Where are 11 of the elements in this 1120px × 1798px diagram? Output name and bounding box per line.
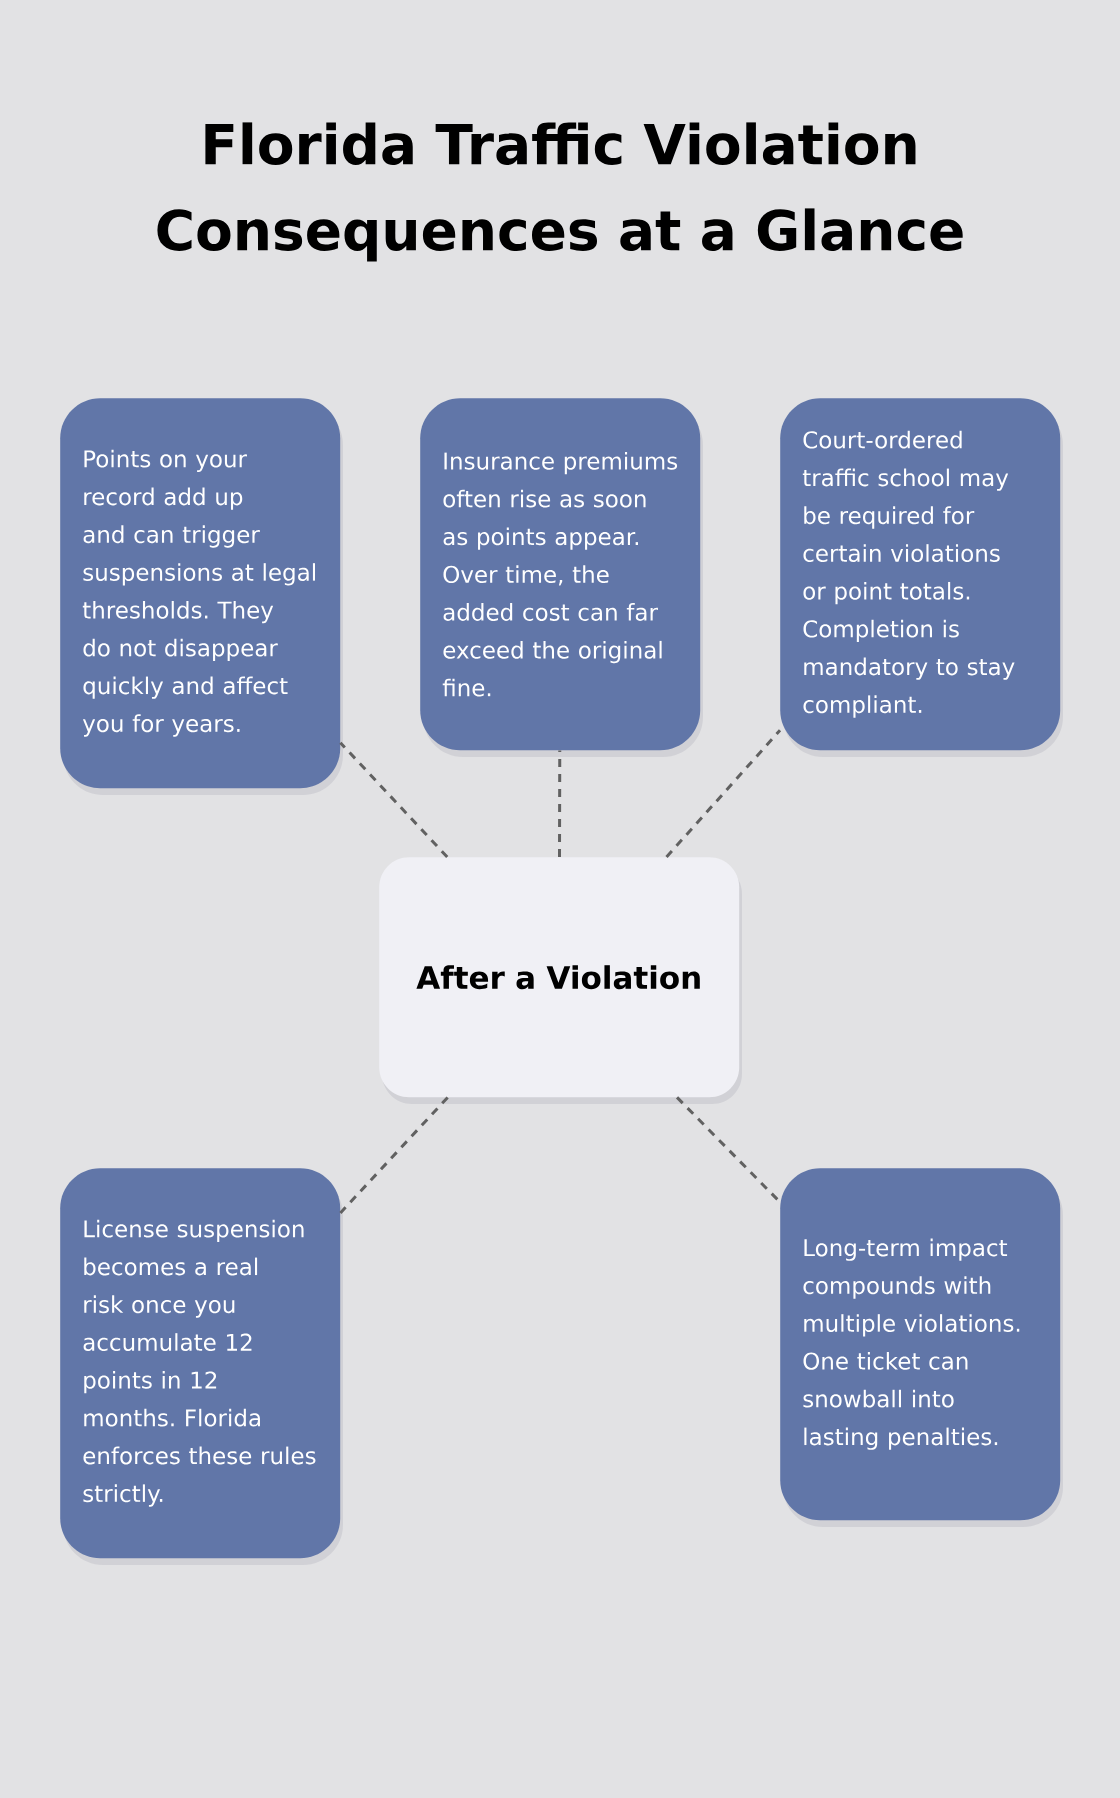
dashed-connector (339, 1096, 449, 1214)
dashed-connector (339, 741, 449, 859)
rounded-box: Court-ordered traffic school may be required for certain violations or point totals. Completion is mandatory to stay compliant. (780, 398, 1063, 757)
center-box: After a Violation (379, 857, 742, 1104)
title: Florida Traffic Violation Consequences at a Glance (157, 122, 963, 262)
rounded-box: Points on your record add up and can trigger suspensions at legal thresholds. They do not disappear quickly and affect you for years. (60, 398, 343, 795)
rounded-box: License suspension becomes a real risk once you accumulate 12 points in 12 months. Florida enforces these rules strictly. (60, 1168, 343, 1565)
dashed-connector (558, 750, 562, 857)
rounded-box: Insurance premiums often rise as soon as points appear. Over time, the added cost can far exceed the original fine. (420, 398, 703, 757)
dashed-connector (665, 729, 782, 858)
rounded-box: Long-term impact compounds with multiple violations. One ticket can snowball into lasting penalties. (780, 1168, 1063, 1527)
